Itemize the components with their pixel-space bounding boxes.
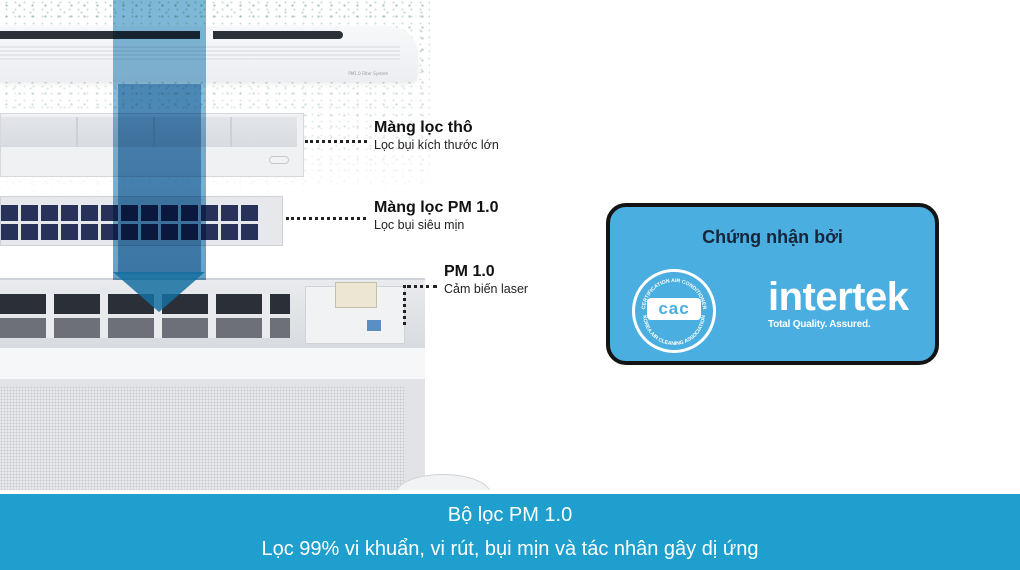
callout-subtitle: Lọc bụi siêu mịn bbox=[374, 218, 465, 232]
sensor-chip bbox=[335, 282, 377, 308]
perforated-panel bbox=[0, 386, 405, 490]
cover-vent-right bbox=[213, 31, 343, 39]
intertek-tagline: Total Quality. Assured. bbox=[768, 319, 871, 330]
cac-logo: CERTIFICATION AIR CONDITIONER KOREA AIR … bbox=[632, 269, 716, 353]
callout-subtitle: Lọc bụi kích thước lớn bbox=[374, 138, 499, 152]
leader-line-pm10 bbox=[286, 217, 366, 220]
callout-title: PM 1.0 bbox=[444, 263, 495, 280]
intertek-logo: intertek Total Quality. Assured. bbox=[768, 277, 909, 330]
leader-line-coarse bbox=[305, 140, 367, 143]
caption-title: Bộ lọc PM 1.0 bbox=[447, 504, 573, 526]
airflow-column-inner bbox=[118, 84, 201, 274]
leader-line-sensor bbox=[407, 285, 437, 288]
airflow-arrow-down-icon bbox=[113, 272, 205, 312]
laser-sensor bbox=[367, 320, 381, 331]
cover-vent-left bbox=[0, 31, 200, 39]
callout-pm10-filter: Màng lọc PM 1.0 Lọc bụi siêu mịn bbox=[374, 199, 498, 233]
unit-front-panel bbox=[0, 348, 425, 490]
leader-line-sensor-vertical bbox=[403, 285, 406, 325]
cac-mark: cac bbox=[647, 298, 701, 320]
callout-title: Màng lọc PM 1.0 bbox=[374, 199, 499, 216]
caption-description: Lọc 99% vi khuẩn, vi rút, bụi mịn và tác… bbox=[261, 538, 759, 560]
caption-bar: Bộ lọc PM 1.0 Lọc 99% vi khuẩn, vi rút, … bbox=[0, 494, 1020, 570]
callout-subtitle: Cảm biến laser bbox=[444, 282, 529, 296]
callout-title: Màng lọc thô bbox=[374, 119, 473, 136]
certification-heading: Chứng nhận bởi bbox=[702, 227, 843, 247]
coarse-filter-handle bbox=[269, 156, 289, 164]
unit-internals bbox=[0, 278, 425, 348]
callout-pm10-sensor: PM 1.0 Cảm biến laser bbox=[444, 263, 528, 297]
intertek-wordmark: intertek bbox=[768, 275, 909, 319]
cac-ring-text-icon: CERTIFICATION AIR CONDITIONER KOREA AIR … bbox=[641, 278, 707, 347]
callout-coarse-filter: Màng lọc thô Lọc bụi kích thước lớn bbox=[374, 119, 499, 153]
cover-label: PM1.0 Filter System bbox=[348, 71, 388, 76]
front-cover-panel: PM1.0 Filter System bbox=[0, 26, 418, 82]
certification-card: Chứng nhận bởi CERTIFICATION AIR CONDITI… bbox=[606, 203, 939, 365]
